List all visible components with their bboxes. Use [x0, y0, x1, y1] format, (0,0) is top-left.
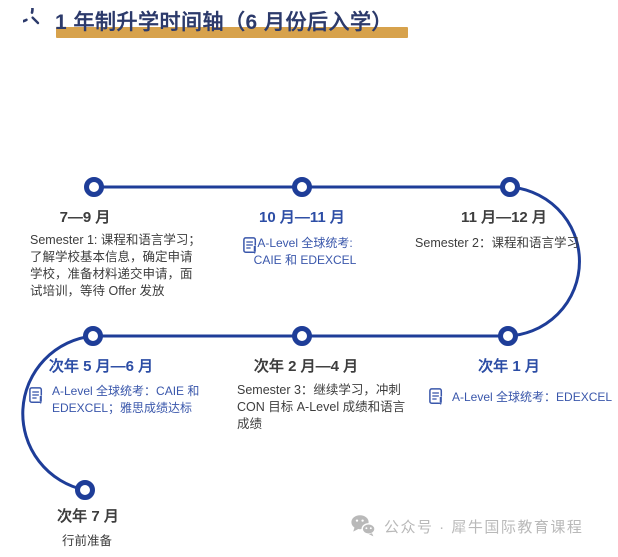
timeline-node-may-jun	[83, 326, 103, 346]
watermark: 公众号 · 犀牛国际教育课程	[350, 514, 583, 538]
exam-doc-icon	[29, 387, 44, 405]
page-title: 1 年制升学时间轴（6 月份后入学）	[55, 11, 394, 34]
title-highlight	[56, 27, 408, 38]
date-label-jul-next: 次年 7 月	[57, 508, 119, 525]
milestone-desc-jul-sep: Semester 1: 课程和语言学习；了解学校基本信息，确定申请学校，准备材料…	[30, 233, 201, 298]
milestone-desc-nov-dec: Semester 2：课程和语言学习	[415, 236, 579, 250]
watermark-label: 公众号 · 犀牛国际教育课程	[384, 518, 584, 536]
timeline-node-jul-sep	[84, 177, 104, 197]
date-label-nov-dec: 11 月—12 月	[461, 209, 547, 226]
date-label-jan: 次年 1 月	[478, 358, 540, 375]
timeline-node-nov-dec	[500, 177, 520, 197]
date-label-jul-sep: 7—9 月	[59, 209, 111, 226]
timeline-node-feb-apr	[292, 326, 312, 346]
milestone-desc-feb-apr: Semester 3：继续学习，冲刺 CON 目标 A-Level 成绩和语言成…	[237, 383, 406, 431]
milestone-desc-may-jun: A-Level 全球统考：CAIE 和 EDEXCEL；雅思成绩达标	[52, 384, 200, 415]
date-label-oct-nov: 10 月—11 月	[259, 209, 345, 226]
timeline-node-oct-nov	[292, 177, 312, 197]
clock-icon	[23, 8, 40, 25]
date-label-may-jun: 次年 5 月—6 月	[48, 358, 154, 375]
exam-doc-icon	[429, 388, 444, 406]
wechat-icon	[351, 515, 376, 537]
timeline-node-jul-next	[75, 480, 95, 500]
desc-line-2: CAIE 和 EDEXCEL	[253, 253, 357, 267]
milestone-desc-oct-nov: A-Level 全球统考: CAIE 和 EDEXCEL	[254, 235, 357, 269]
desc-line-1: A-Level 全球统考:	[257, 236, 353, 250]
date-label-feb-apr: 次年 2 月—4 月	[253, 358, 359, 375]
timeline-node-jan	[498, 326, 518, 346]
milestone-desc-jan: A-Level 全球统考：EDEXCEL	[452, 390, 613, 404]
page-header: 1 年制升学时间轴（6 月份后入学）	[55, 9, 408, 39]
milestone-desc-jul-next: 行前准备	[62, 534, 113, 548]
